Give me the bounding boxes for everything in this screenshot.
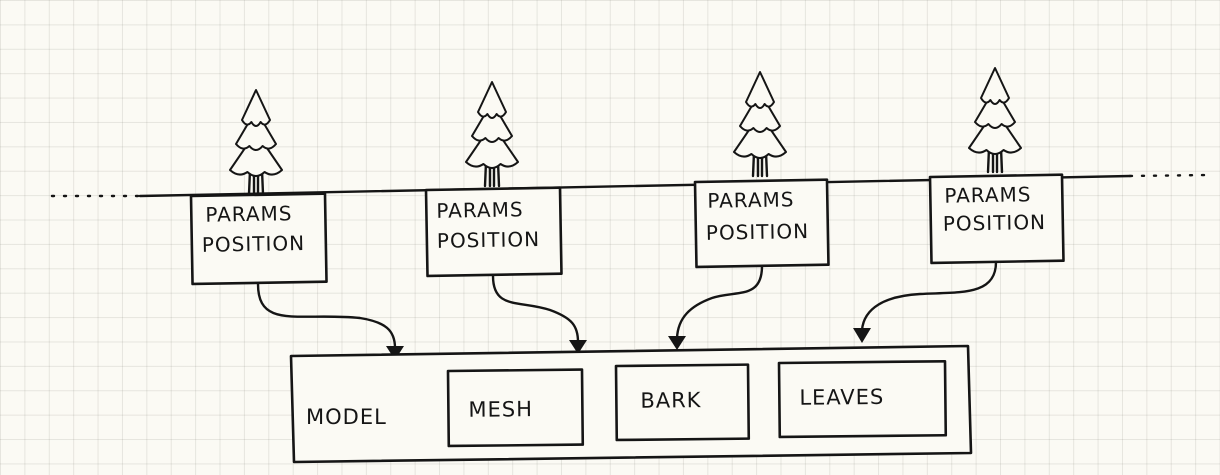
instance-box: PARAMS POSITION (424, 186, 563, 278)
model-box: MODEL MESH BARK LEAVES (289, 344, 973, 464)
arrow-down-icon (668, 264, 764, 350)
arrow-down-icon (853, 260, 998, 343)
mesh-label: MESH (468, 397, 533, 422)
instance-box: PARAMS POSITION (928, 173, 1065, 265)
params-label: PARAMS (944, 182, 1032, 208)
arrows-group (256, 260, 998, 360)
pine-tree-icon (733, 71, 787, 178)
arrow-down-icon (256, 282, 404, 360)
leaves-box: LEAVES (777, 359, 948, 439)
position-label: POSITION (202, 231, 306, 257)
pine-tree-icon (465, 81, 519, 188)
mesh-box: MESH (446, 368, 585, 448)
params-label: PARAMS (707, 187, 795, 213)
params-label: PARAMS (205, 201, 293, 227)
params-label: PARAMS (436, 197, 524, 223)
bark-label: BARK (640, 388, 702, 413)
instance-box: PARAMS POSITION (693, 178, 830, 269)
trees-group (229, 67, 1022, 196)
position-label: POSITION (706, 219, 810, 245)
bark-box: BARK (614, 363, 751, 442)
leaves-label: LEAVES (799, 385, 884, 410)
model-label: MODEL (306, 405, 387, 429)
position-label: POSITION (943, 210, 1047, 236)
pine-tree-icon (229, 89, 283, 196)
position-label: POSITION (437, 227, 541, 253)
instance-box: PARAMS POSITION (189, 192, 328, 286)
pine-tree-icon (968, 67, 1022, 174)
arrow-down-icon (491, 274, 587, 354)
